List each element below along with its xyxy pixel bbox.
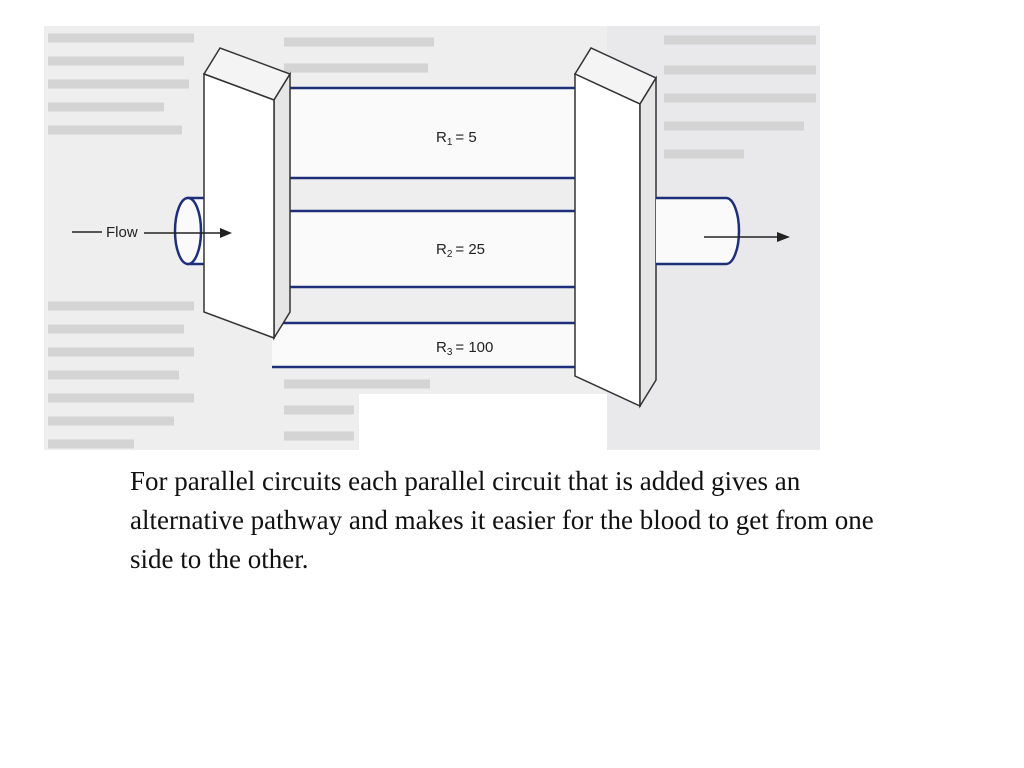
right-plate [573, 47, 658, 409]
flow-label: Flow [106, 224, 138, 241]
outlet-pipe [656, 196, 741, 266]
resistance-label-r2: R2= 25 [436, 241, 485, 260]
tube-r1 [272, 86, 627, 180]
parallel-circuit-diagram: Flow R1= 5 R2= 25 R3= 100 [44, 26, 820, 450]
resistance-label-r1: R1= 5 [436, 129, 477, 148]
left-plate [202, 47, 292, 341]
caption-text: For parallel circuits each parallel circ… [130, 466, 874, 574]
scanned-figure: Flow R1= 5 R2= 25 R3= 100 [44, 26, 820, 450]
scan-white-patch [359, 394, 607, 450]
resistance-label-r3: R3= 100 [436, 339, 493, 358]
outflow-arrow [704, 232, 790, 242]
inflow-arrow [72, 228, 232, 238]
